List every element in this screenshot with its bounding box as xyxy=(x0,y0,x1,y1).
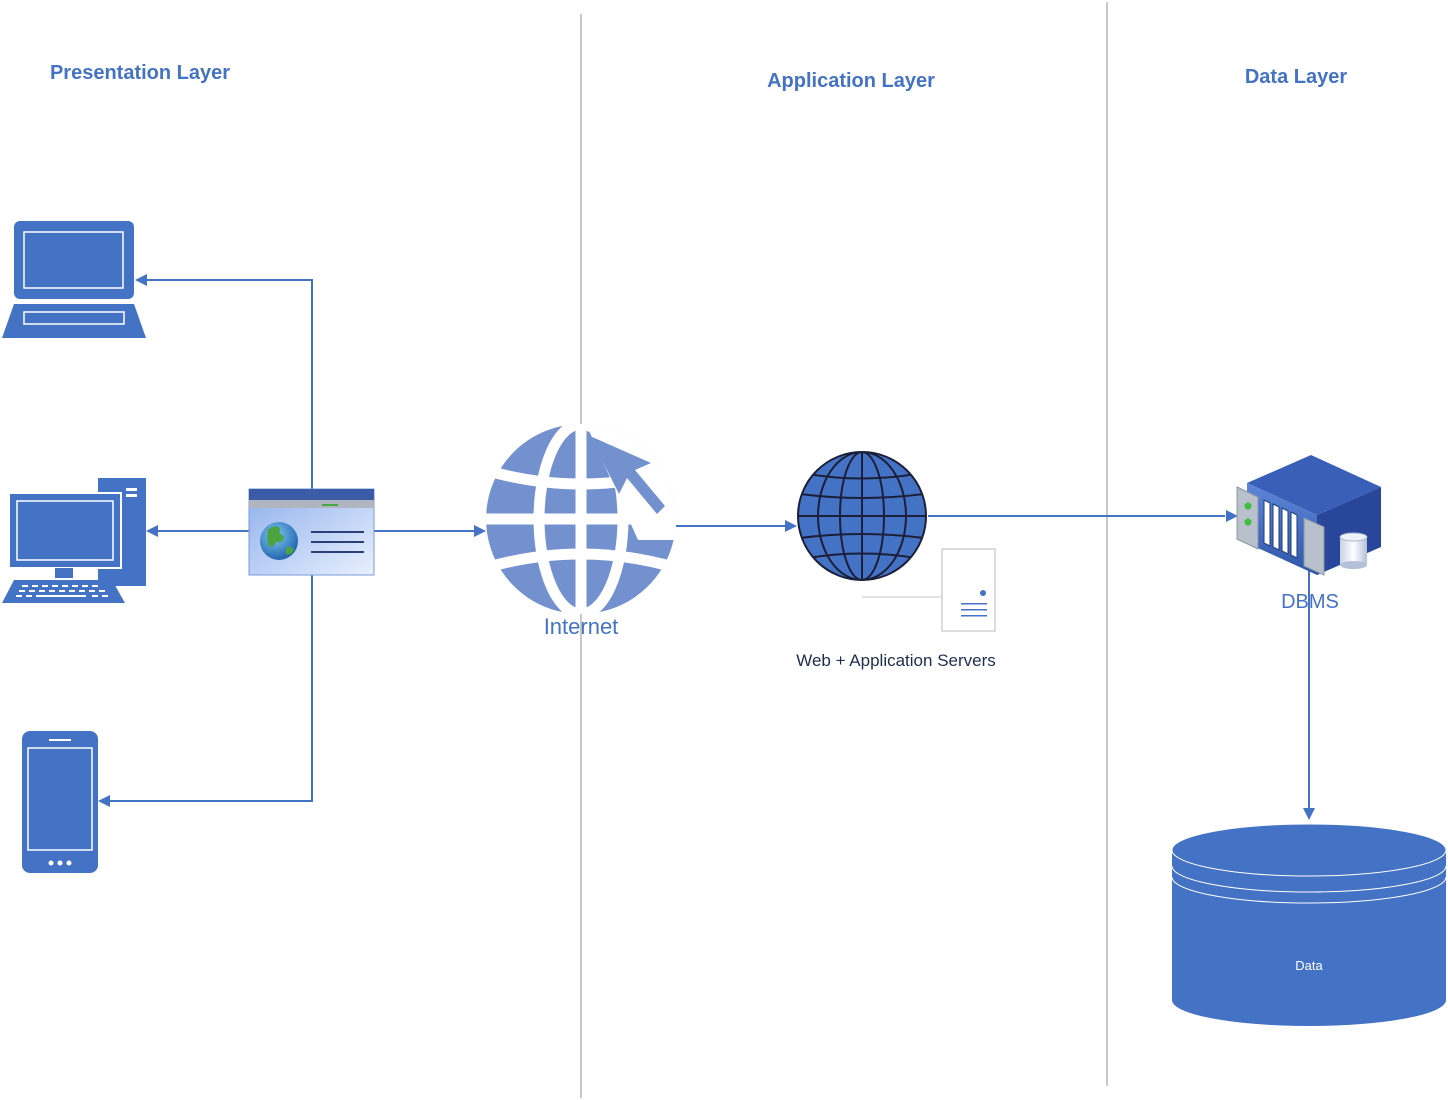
data-store-label: Data xyxy=(1295,958,1323,973)
web-application-servers-label: Web + Application Servers xyxy=(796,651,996,670)
internet-globe-icon xyxy=(486,424,676,614)
connector-browser-to-mobile xyxy=(98,575,313,807)
connector-servers-to-dbms xyxy=(928,510,1238,522)
connector-browser-to-laptop xyxy=(135,274,313,490)
internet-label: Internet xyxy=(544,614,619,639)
connector-browser-to-internet xyxy=(374,525,486,537)
connector-dbms-to-data xyxy=(1303,560,1315,820)
data-layer-title: Data Layer xyxy=(1245,66,1347,88)
laptop-icon xyxy=(2,221,146,338)
connector-browser-to-desktop xyxy=(146,525,249,537)
database-server-icon xyxy=(1236,455,1381,576)
connector-internet-to-servers xyxy=(676,520,797,532)
dbms-label: DBMS xyxy=(1281,591,1339,613)
presentation-layer-title: Presentation Layer xyxy=(50,62,230,84)
web-browser-icon xyxy=(248,488,375,576)
mobile-phone-icon xyxy=(22,731,98,873)
application-layer-title: Application Layer xyxy=(767,70,935,92)
server-icon xyxy=(862,548,996,632)
web-server-globe-icon xyxy=(797,451,927,581)
database-cylinder-icon xyxy=(1171,823,1447,1026)
desktop-computer-icon xyxy=(2,478,146,603)
